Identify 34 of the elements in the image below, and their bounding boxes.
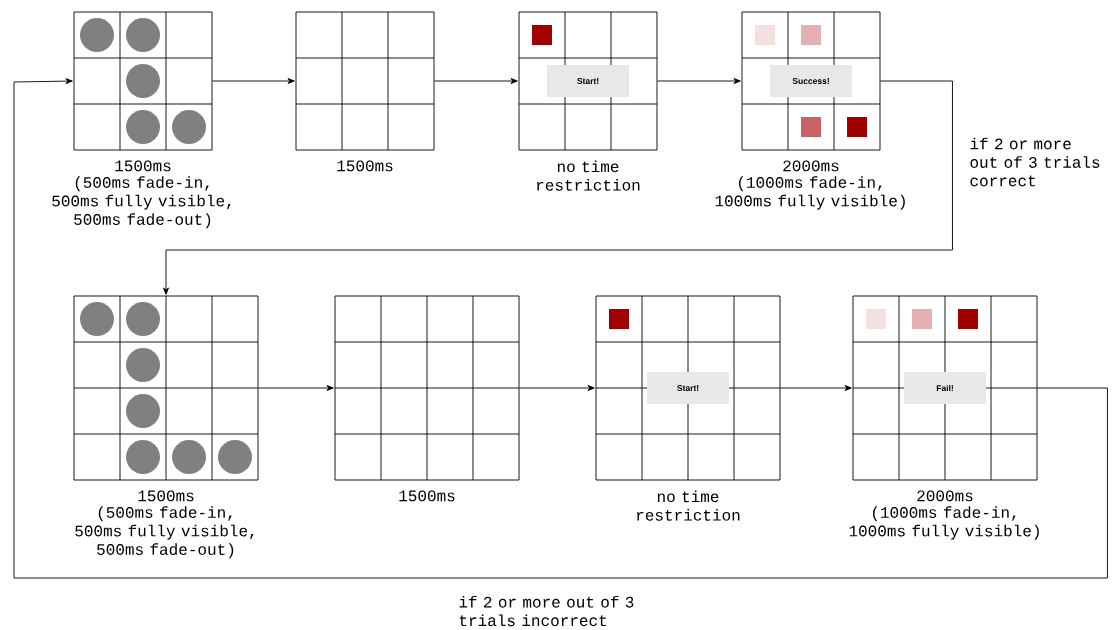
arrow xyxy=(258,385,334,391)
node-label: (1000ms fade-in, 1000ms fully visible) xyxy=(715,176,905,210)
arrow xyxy=(13,78,1108,579)
grid-drawing xyxy=(295,11,435,151)
grid-drawing xyxy=(73,295,259,481)
message-box: Start! xyxy=(647,372,729,404)
edge-label: if 2 or more out of 3 trials correct xyxy=(968,136,1110,188)
arrow xyxy=(163,80,953,295)
node-label: 1500ms xyxy=(399,490,455,502)
node-label: 2000ms xyxy=(917,490,973,502)
node-label: (500ms fade-in, 500ms fully visible, 500ms fade-out) xyxy=(52,176,231,229)
edge-label: if 2 or more out of 3 trials incorrect xyxy=(457,594,647,628)
grid-drawing xyxy=(852,295,1038,481)
node-label: 1500ms xyxy=(337,160,393,172)
message-box: Start! xyxy=(547,65,629,97)
arrow xyxy=(657,78,741,84)
grid-drawing xyxy=(595,295,781,481)
arrow xyxy=(780,385,852,391)
grid-drawing xyxy=(73,11,213,151)
node-label: (1000ms fade-in, 1000ms fully visible) xyxy=(849,506,1039,540)
grid-drawing xyxy=(334,295,520,481)
node-label: 1500ms xyxy=(115,160,171,172)
node-label: (500ms fade-in, 500ms fully visible, 500ms fade-out) xyxy=(75,506,254,559)
arrow xyxy=(434,78,518,84)
node-label: no time restriction xyxy=(537,160,640,191)
arrow xyxy=(212,78,295,84)
node-label: 1500ms xyxy=(138,490,194,502)
message-box: Success! xyxy=(770,65,852,97)
node-label: 2000ms xyxy=(783,160,839,172)
arrow xyxy=(519,385,595,391)
grid-drawing xyxy=(741,11,881,151)
node-label: no time restriction xyxy=(637,490,740,521)
grid-drawing xyxy=(518,11,658,151)
message-box: Fail! xyxy=(904,372,986,404)
